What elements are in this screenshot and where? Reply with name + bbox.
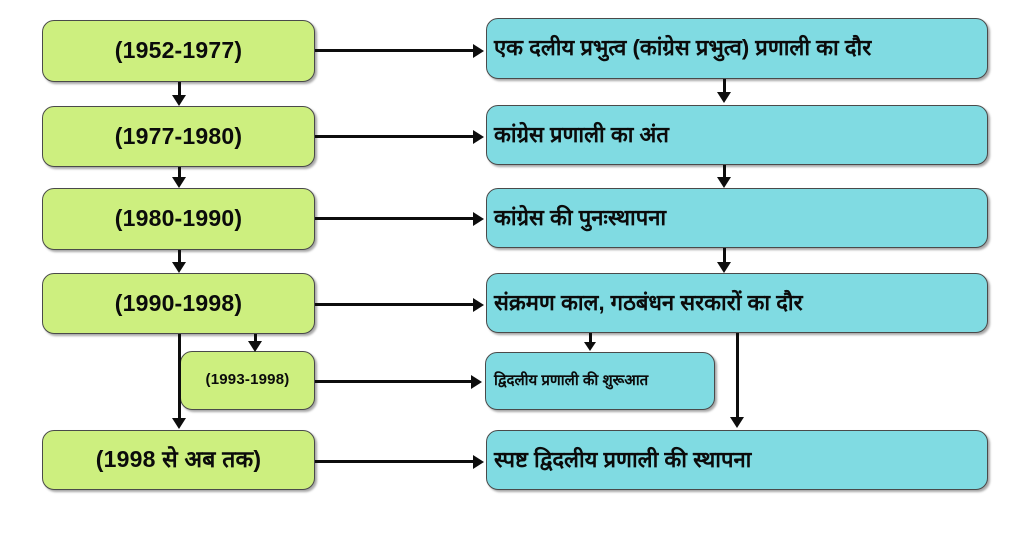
connector-p6-d6-line bbox=[315, 460, 475, 463]
period-box-1990-1998[interactable]: (1990-1998) bbox=[42, 273, 315, 334]
connector-p4-p6-arrow-icon bbox=[172, 418, 186, 429]
period-box-1998-present-label: (1998 से अब तक) bbox=[95, 446, 262, 473]
period-box-1993-1998-label: (1993-1998) bbox=[205, 371, 290, 389]
connector-d3-d4-arrow-icon bbox=[717, 262, 731, 273]
period-box-1980-1990[interactable]: (1980-1990) bbox=[42, 188, 315, 250]
connector-d2-d3-arrow-icon bbox=[717, 177, 731, 188]
connector-d4-d6-line bbox=[736, 333, 739, 417]
period-box-1952-1977[interactable]: (1952-1977) bbox=[42, 20, 315, 82]
connector-p6-d6-arrow-icon bbox=[473, 455, 484, 469]
description-box-bipartisan-beginning[interactable]: द्विदलीय प्रणाली की शुरूआत bbox=[485, 352, 715, 410]
connector-p3-p4-line bbox=[178, 250, 181, 262]
connector-p4-d4-arrow-icon bbox=[473, 298, 484, 312]
connector-p1-p2-arrow-icon bbox=[172, 95, 186, 106]
description-box-congress-restoration[interactable]: कांग्रेस की पुनःस्थापना bbox=[486, 188, 988, 248]
description-box-clear-bipartisan-system-label: स्पष्ट द्विदलीय प्रणाली की स्थापना bbox=[494, 446, 752, 472]
connector-d4-d5-arrow-icon bbox=[584, 342, 596, 351]
period-box-1980-1990-label: (1980-1990) bbox=[114, 205, 243, 232]
connector-p5-d5-line bbox=[315, 380, 473, 383]
connector-p1-p2-line bbox=[178, 82, 181, 96]
description-box-congress-restoration-label: कांग्रेस की पुनःस्थापना bbox=[494, 204, 667, 230]
description-box-end-of-congress-system-label: कांग्रेस प्रणाली का अंत bbox=[494, 121, 669, 147]
connector-p2-d2-line bbox=[315, 135, 475, 138]
period-box-1990-1998-label: (1990-1998) bbox=[114, 289, 243, 316]
connector-d1-d2-arrow-icon bbox=[717, 92, 731, 103]
connector-p4-p6-line bbox=[178, 334, 181, 418]
period-box-1977-1980-label: (1977-1980) bbox=[114, 122, 243, 149]
connector-p3-d3-arrow-icon bbox=[473, 212, 484, 226]
connector-p5-d5-arrow-icon bbox=[471, 375, 482, 389]
connector-p3-d3-line bbox=[315, 217, 475, 220]
connector-p4-d4-line bbox=[315, 303, 475, 306]
connector-p2-p3-arrow-icon bbox=[172, 177, 186, 188]
connector-d1-d2-line bbox=[723, 79, 726, 93]
description-box-one-party-dominance-label: एक दलीय प्रभुत्व (कांग्रेस प्रभुत्व) प्र… bbox=[494, 35, 872, 61]
description-box-one-party-dominance[interactable]: एक दलीय प्रभुत्व (कांग्रेस प्रभुत्व) प्र… bbox=[486, 18, 988, 79]
connector-d2-d3-line bbox=[723, 165, 726, 177]
description-box-transition-coalition[interactable]: संक्रमण काल, गठबंधन सरकारों का दौर bbox=[486, 273, 988, 333]
period-box-1977-1980[interactable]: (1977-1980) bbox=[42, 106, 315, 167]
connector-p1-d1-arrow-icon bbox=[473, 44, 484, 58]
connector-d3-d4-line bbox=[723, 248, 726, 262]
connector-p1-d1-line bbox=[315, 49, 475, 52]
connector-d4-d6-arrow-icon bbox=[730, 417, 744, 428]
period-box-1952-1977-label: (1952-1977) bbox=[114, 37, 243, 64]
description-box-transition-coalition-label: संक्रमण काल, गठबंधन सरकारों का दौर bbox=[494, 289, 803, 315]
connector-p3-p4-arrow-icon bbox=[172, 262, 186, 273]
description-box-end-of-congress-system[interactable]: कांग्रेस प्रणाली का अंत bbox=[486, 105, 988, 165]
connector-d4-d5-line bbox=[589, 333, 592, 343]
period-box-1993-1998[interactable]: (1993-1998) bbox=[180, 351, 315, 410]
connector-p2-p3-line bbox=[178, 167, 181, 177]
period-box-1998-present[interactable]: (1998 से अब तक) bbox=[42, 430, 315, 490]
connector-p2-d2-arrow-icon bbox=[473, 130, 484, 144]
description-box-clear-bipartisan-system[interactable]: स्पष्ट द्विदलीय प्रणाली की स्थापना bbox=[486, 430, 988, 490]
connector-p4-p5-line bbox=[254, 334, 257, 342]
connector-p4-p5-arrow-icon bbox=[248, 341, 262, 352]
description-box-bipartisan-beginning-label: द्विदलीय प्रणाली की शुरूआत bbox=[494, 371, 649, 389]
